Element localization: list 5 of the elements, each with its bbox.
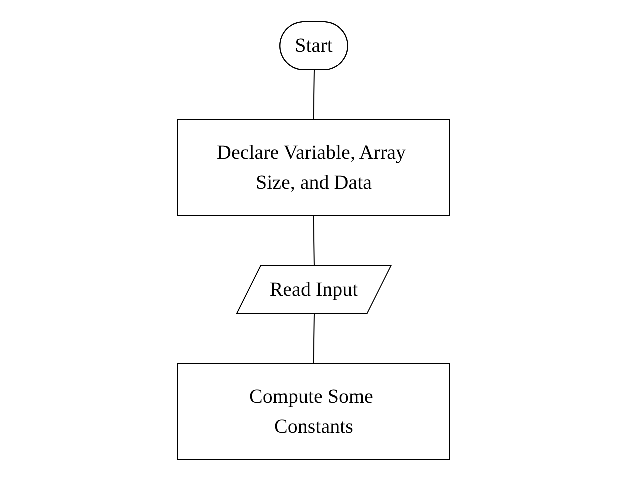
node-box: Declare Variable, Array Size, and Data xyxy=(177,119,450,216)
connector xyxy=(313,70,314,120)
node-box: Compute Some Constants xyxy=(177,363,450,460)
connector xyxy=(313,314,314,364)
connector xyxy=(313,215,314,266)
